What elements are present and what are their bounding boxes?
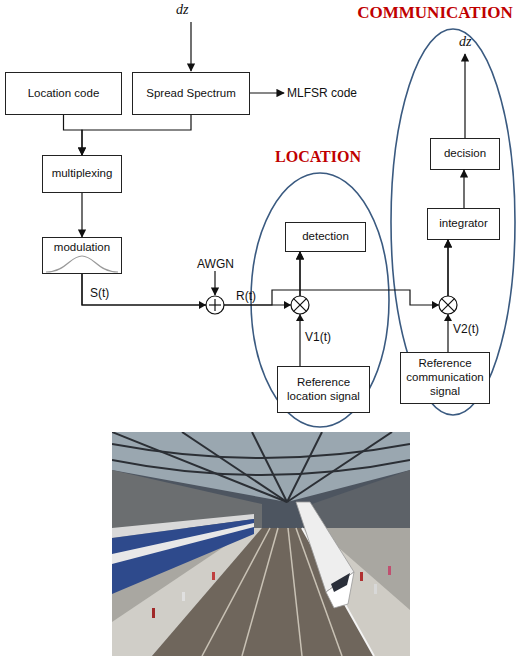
- multiplier-symbol: [291, 296, 309, 314]
- arrow-head: [444, 314, 452, 321]
- adder-symbol: [214, 299, 215, 311]
- box-label: Reference communication signal: [403, 357, 487, 398]
- multiplier-symbol: [294, 299, 307, 312]
- signal-label: V1(t): [305, 330, 331, 344]
- passenger: [374, 584, 377, 594]
- signal-connector: [82, 252, 300, 305]
- input-arrow: [190, 22, 191, 71]
- passenger: [212, 572, 215, 580]
- train-stripe: [112, 523, 254, 564]
- passenger: [152, 608, 155, 618]
- tgv-body: [296, 502, 354, 592]
- signal-connector: [81, 193, 82, 237]
- multiplier-symbol: [294, 299, 307, 312]
- signal-label: dz: [459, 34, 471, 50]
- process-box: Spread Spectrum: [132, 72, 250, 115]
- signal-connector: [64, 115, 83, 155]
- arrow-head: [432, 301, 439, 309]
- adder-symbol: [206, 296, 224, 314]
- multiplier-symbol: [442, 299, 455, 312]
- box-label: Reference location signal: [280, 376, 367, 404]
- process-box: decision: [430, 138, 500, 170]
- box-label: integrator: [439, 217, 488, 231]
- process-box: detection: [285, 222, 366, 252]
- process-box: integrator: [427, 208, 500, 240]
- passenger: [388, 566, 391, 575]
- noise-arrow: [214, 271, 215, 295]
- box-label: Location code: [28, 87, 100, 101]
- rail: [242, 528, 278, 656]
- box-label: detection: [302, 230, 349, 244]
- signal-connector: [447, 240, 448, 352]
- process-box: multiplexing: [42, 155, 122, 193]
- output-arrow: [250, 92, 284, 93]
- ellipse-outline: [391, 29, 515, 415]
- passenger: [360, 572, 363, 581]
- tgv-windshield: [331, 573, 350, 592]
- group-ellipse: COMMUNICATIONdecisionintegratorReference…: [390, 28, 516, 416]
- passenger: [182, 592, 185, 601]
- box-label: multiplexing: [52, 167, 113, 181]
- roof-arch: [112, 460, 410, 475]
- arrow-head: [296, 314, 304, 321]
- signal-connector: [82, 115, 191, 155]
- rail: [288, 528, 302, 656]
- signal-label: S(t): [90, 286, 109, 300]
- roof-arch: [112, 444, 410, 458]
- blue-train: [112, 519, 254, 594]
- box-label: modulation: [54, 241, 110, 255]
- process-box: Location code: [5, 72, 122, 115]
- signal-label: R(t): [236, 289, 256, 303]
- process-box: Reference location signal: [277, 366, 370, 413]
- arrow-head: [284, 301, 291, 309]
- arrow-head: [199, 301, 206, 309]
- adder-symbol: [209, 304, 221, 305]
- box-label: decision: [444, 147, 486, 161]
- multiplier-symbol: [442, 299, 455, 312]
- ellipse-outline: [251, 173, 389, 427]
- output-arrow: [464, 54, 465, 138]
- station-background: [112, 432, 410, 656]
- group-heading: COMMUNICATION: [325, 3, 531, 23]
- signal-label: MLFSR code: [287, 86, 357, 100]
- station-illustration: [112, 432, 410, 656]
- tgv-nose: [326, 572, 354, 608]
- roof-girder: [252, 432, 287, 502]
- signal-label: AWGN: [197, 257, 234, 271]
- group-ellipse: LOCATIONdetectionReference location sign…: [250, 172, 390, 428]
- signal-label: dz: [176, 2, 188, 18]
- box-label: Spread Spectrum: [146, 87, 236, 101]
- signal-label: V2(t): [453, 322, 479, 336]
- signal-connector: [82, 240, 448, 305]
- process-box: Reference communication signal: [400, 352, 490, 404]
- process-box: modulation: [42, 237, 122, 274]
- signal-connector: [463, 170, 464, 208]
- multiplier-symbol: [439, 296, 457, 314]
- signal-connector: [299, 252, 300, 366]
